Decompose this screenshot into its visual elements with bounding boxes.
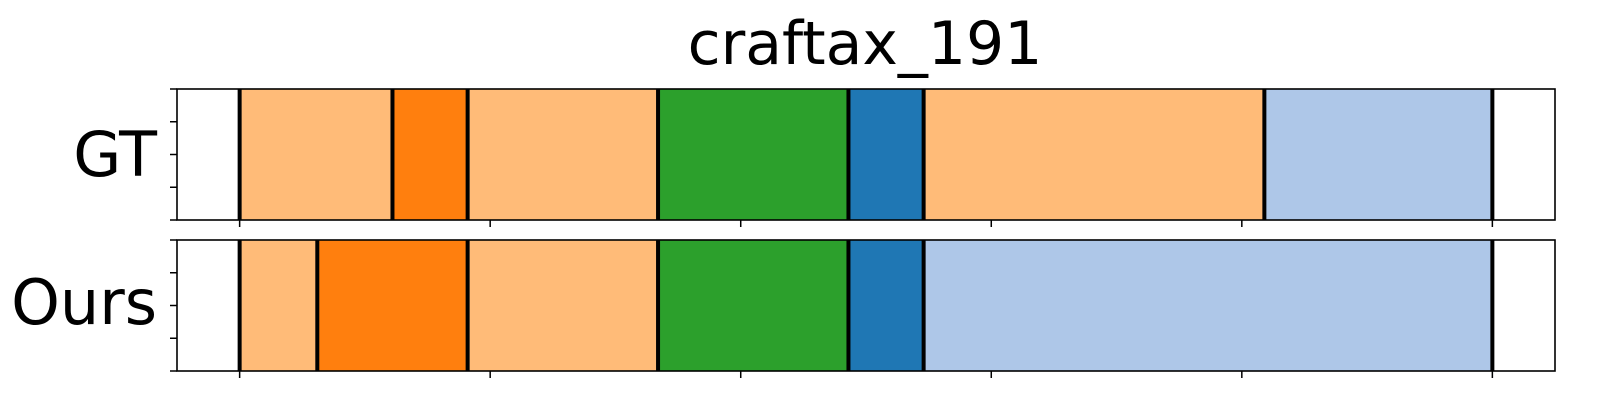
segment-bar bbox=[317, 240, 468, 371]
row-gt: GT bbox=[73, 88, 1556, 227]
segment-bar bbox=[658, 240, 849, 371]
segment-bar bbox=[467, 89, 659, 220]
segment-bar bbox=[923, 240, 1493, 371]
segment-bar bbox=[392, 89, 468, 220]
segment-bar bbox=[658, 89, 849, 220]
rows-layer: GT Ours bbox=[11, 88, 1556, 378]
row-label: GT bbox=[73, 118, 158, 191]
segment-bar bbox=[923, 89, 1265, 220]
segment-bar bbox=[848, 89, 924, 220]
segment-bar bbox=[467, 240, 659, 371]
row-label: Ours bbox=[11, 266, 157, 339]
segment-bar bbox=[1264, 89, 1493, 220]
row-ours: Ours bbox=[11, 239, 1556, 378]
segment-bar bbox=[848, 240, 924, 371]
segment-bar bbox=[239, 240, 318, 371]
segment-bar bbox=[239, 89, 393, 220]
chart-title: craftax_191 bbox=[688, 9, 1043, 79]
